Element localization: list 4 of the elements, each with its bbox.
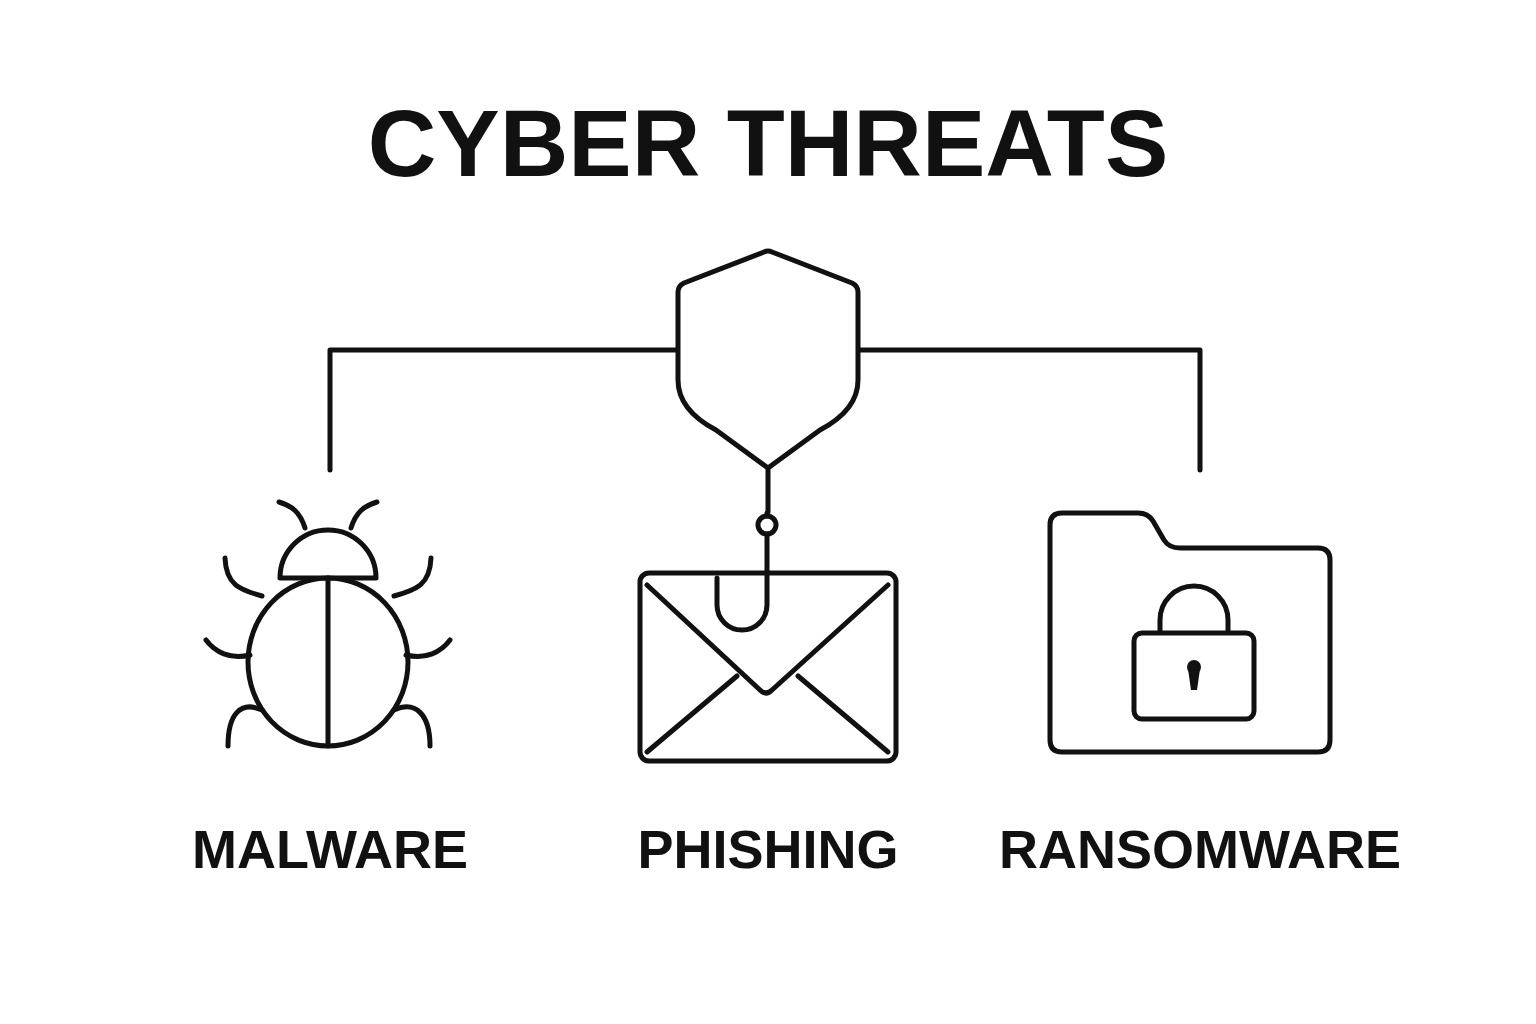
threat-label: MALWARE: [191, 818, 469, 880]
title: CYBER THREATS: [366, 89, 1170, 198]
threat-label: PHISHING: [636, 818, 900, 880]
threat-label: RANSOMWARE: [998, 818, 1402, 880]
